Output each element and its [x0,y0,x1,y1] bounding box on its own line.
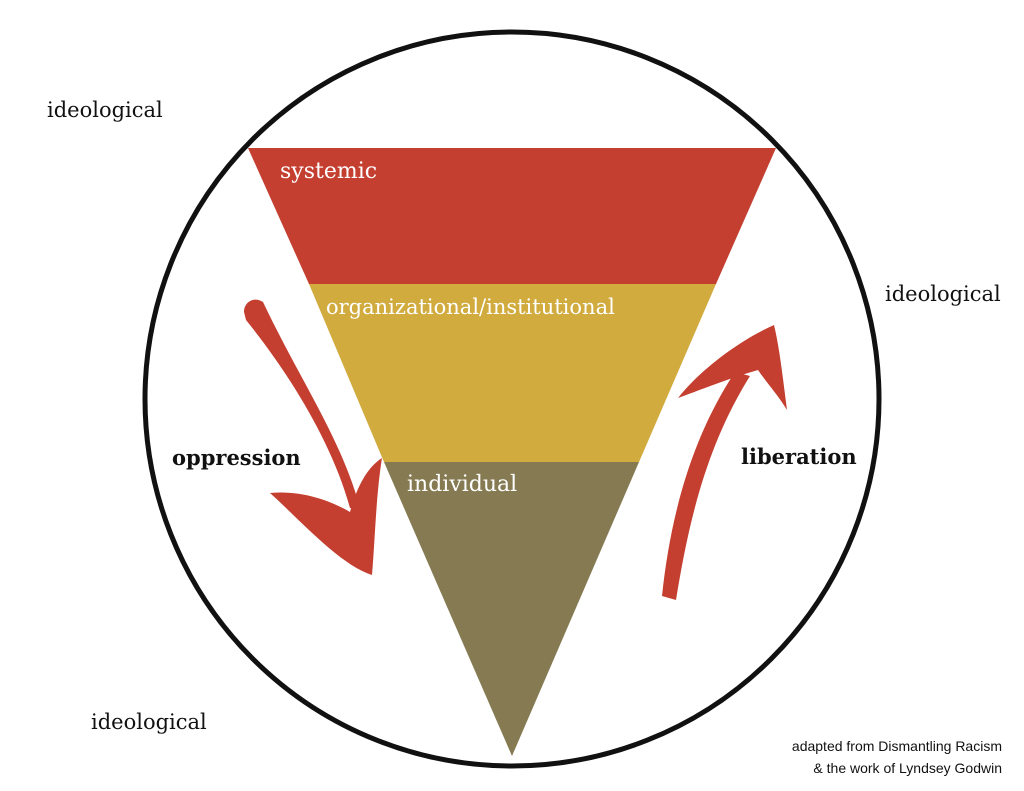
oppression-arrow [244,299,382,575]
systemic-label: systemic [280,159,377,184]
ideological-label-bottom-left: ideological [91,710,207,734]
credit-line-2: & the work of Lyndsey Godwin [813,760,1002,776]
organizational-label: organizational/institutional [326,295,615,319]
outer-circle [142,29,882,769]
liberation-arrow [662,325,787,600]
liberation-label: liberation [741,444,857,469]
individual-label: individual [407,472,517,497]
oppression-label: oppression [172,445,301,470]
organizational-layer [309,284,716,462]
systemic-layer [248,148,776,284]
ideological-label-top-left: ideological [47,98,163,122]
ideological-label-right: ideological [885,282,1001,306]
credit-line-1: adapted from Dismantling Racism [792,738,1002,754]
individual-layer [384,462,639,756]
